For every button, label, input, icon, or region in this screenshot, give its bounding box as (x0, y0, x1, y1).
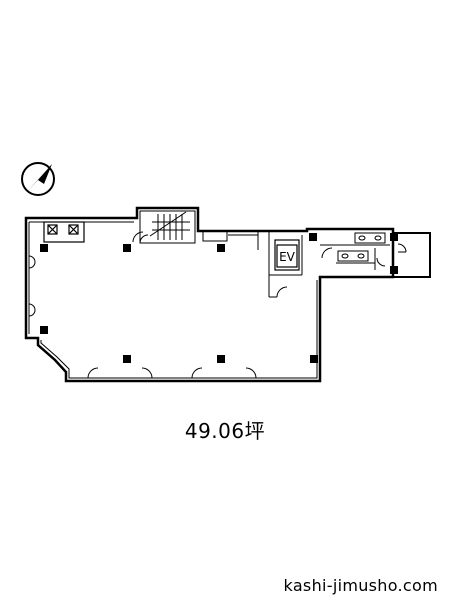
door-swings (87, 231, 288, 379)
storage-boxes (43, 221, 85, 243)
inner-partitions (202, 230, 303, 298)
staircase (139, 210, 196, 244)
elevator-label: EV (279, 250, 296, 264)
left-wall-openings (28, 255, 36, 317)
elevator: EV (274, 239, 300, 271)
structural-columns (40, 233, 398, 363)
floor-area-label: 49.06坪 (184, 419, 266, 443)
office-outer-wall (24, 206, 395, 383)
north-arrow-icon (21, 162, 55, 196)
right-annex (392, 232, 431, 278)
site-url: kashi-jimusho.com (283, 576, 438, 595)
restroom-wing (320, 232, 390, 270)
